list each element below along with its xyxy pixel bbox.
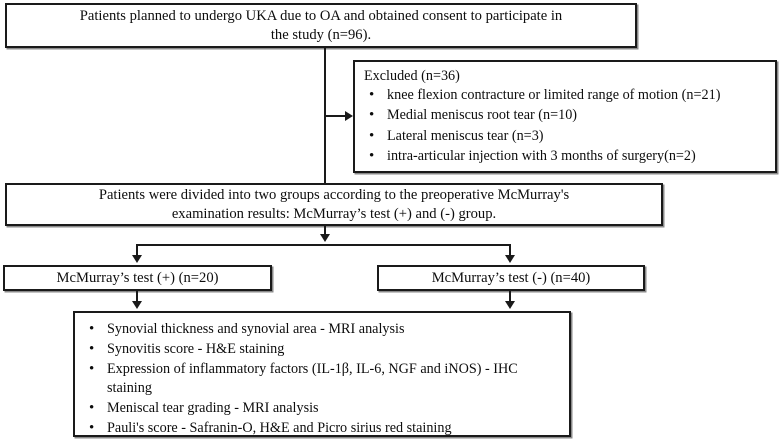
arrow-grouping-stub-icon — [320, 234, 330, 242]
connector-split-left — [136, 244, 138, 256]
connector-group-negative-to-analyses — [509, 291, 511, 303]
connector-group-positive-to-analyses — [136, 291, 138, 303]
grouping-box: Patients were divided into two groups ac… — [5, 183, 663, 226]
connector-split-horizontal — [136, 244, 511, 246]
enrollment-line-2: the study (n=96). — [270, 26, 372, 43]
excluded-item: intra-articular injection with 3 months … — [361, 146, 769, 166]
connector-grouping-stub — [324, 226, 326, 238]
connector-split-right — [509, 244, 511, 256]
arrow-analyses-right-icon — [505, 301, 515, 309]
excluded-item: Lateral meniscus tear (n=3) — [361, 126, 769, 146]
enrollment-box: Patients planned to undergo UKA due to O… — [5, 3, 637, 48]
analyses-item: Synovitis score - H&E staining — [81, 339, 563, 359]
excluded-list: knee flexion contracture or limited rang… — [361, 85, 769, 166]
analyses-list: Synovial thickness and synovial area - M… — [81, 319, 563, 438]
excluded-heading: Excluded (n=36) — [364, 68, 460, 84]
arrow-analyses-left-icon — [132, 301, 142, 309]
grouping-line-2: examination results: McMurray’s test (+)… — [171, 205, 497, 222]
excluded-item: knee flexion contracture or limited rang… — [361, 85, 769, 105]
group-negative-label: McMurray’s test (-) (n=40) — [431, 269, 591, 286]
group-positive-label: McMurray’s test (+) (n=20) — [56, 269, 219, 286]
arrow-to-excluded-icon — [345, 111, 353, 121]
analyses-item: Synovial thickness and synovial area - M… — [81, 319, 563, 339]
analyses-item: Expression of inflammatory factors (IL-1… — [81, 359, 563, 398]
arrow-to-group-negative-icon — [505, 255, 515, 263]
analyses-item: Meniscal tear grading - MRI analysis — [81, 398, 563, 418]
excluded-item: Medial meniscus root tear (n=10) — [361, 105, 769, 125]
connector-to-excluded — [324, 115, 347, 117]
group-positive-box: McMurray’s test (+) (n=20) — [3, 265, 272, 291]
excluded-box: Excluded (n=36) knee flexion contracture… — [353, 60, 777, 173]
enrollment-line-1: Patients planned to undergo UKA due to O… — [79, 7, 563, 24]
arrow-to-group-positive-icon — [132, 255, 142, 263]
grouping-line-1: Patients were divided into two groups ac… — [98, 186, 570, 203]
group-negative-box: McMurray’s test (-) (n=40) — [377, 265, 645, 291]
analyses-item: Pauli's score - Safranin-O, H&E and Picr… — [81, 418, 563, 438]
analyses-box: Synovial thickness and synovial area - M… — [73, 311, 571, 438]
